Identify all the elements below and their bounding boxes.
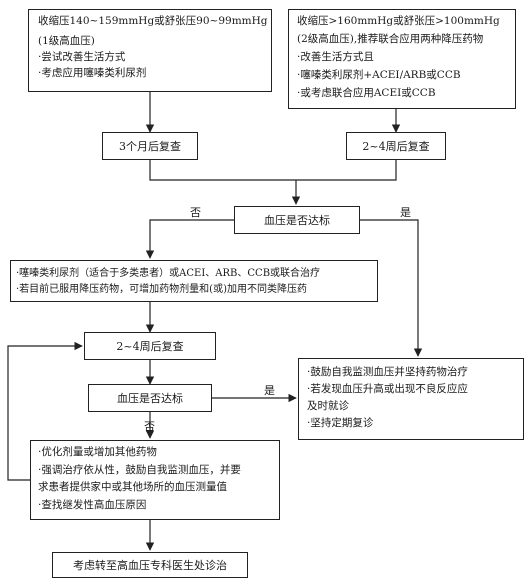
edge-label-yes-1: 是	[400, 206, 411, 219]
grade1-box: 收缩压140~159mmHg或舒张压90~99mmHg (1级高血压) ·尝试改…	[28, 9, 272, 92]
grade1-line-1: 收缩压140~159mmHg或舒张压90~99mmHg	[38, 15, 268, 27]
grade2-line-3: ·改善生活方式且	[297, 51, 374, 63]
recheck-24w-top-box: 2~4周后复查	[346, 132, 446, 160]
optimize-line-4: ·查找继发性高血压原因	[38, 499, 147, 511]
optimize-line-3: 求患者提供家中或其他场所的血压测量值	[38, 481, 227, 493]
arrow-check1-no	[145, 219, 234, 259]
merge-line	[149, 160, 397, 181]
adjust-therapy-box: ·噻嗪类利尿剂（适合于多类患者）或ACEI、ARB、CCB或联合治疗 ·若目前已…	[10, 260, 378, 302]
bp-check-1-box: 血压是否达标	[234, 206, 360, 234]
encourage-box: ·鼓励自我监测血压并坚持药物治疗 ·若发现血压升高或出现不良反应应 及时就诊 ·…	[298, 358, 524, 440]
edge-label-yes-2: 是	[264, 384, 275, 397]
grade1-line-4: ·考虑应用噻嗪类利尿剂	[38, 67, 147, 79]
adjust-line-1: ·噻嗪类利尿剂（适合于多类患者）或ACEI、ARB、CCB或联合治疗	[16, 268, 321, 279]
grade2-line-1: 收缩压>160mmHg或舒张压>100mmHg	[297, 15, 500, 27]
grade2-line-5: ·或考虑联合应用ACEI或CCB	[297, 87, 436, 99]
recheck-24w-mid-box: 2~4周后复查	[84, 332, 216, 360]
adjust-line-2: ·若目前已服用降压药物，可增加药物剂量和(或)加用不同类降压药	[16, 284, 307, 295]
grade2-line-2: (2级高血压),推荐联合应用两种降压药物	[297, 33, 484, 45]
loop-back-line	[7, 341, 83, 481]
edge-label-no-2: 否	[144, 420, 155, 433]
optimize-box: ·优化剂量或增加其他药物 ·强调治疗依从性，鼓励自我监测血压，并要 求患者提供家…	[30, 440, 280, 520]
encourage-line-3: 及时就诊	[307, 400, 349, 412]
referral-box: 考虑转至高血压专科医生处诊治	[52, 552, 248, 578]
grade2-box: 收缩压>160mmHg或舒张压>100mmHg (2级高血压),推荐联合应用两种…	[288, 9, 516, 109]
grade1-line-2: (1级高血压)	[38, 35, 95, 47]
arrow-check1-yes	[360, 219, 423, 357]
optimize-line-1: ·优化剂量或增加其他药物	[38, 446, 157, 458]
optimize-line-2: ·强调治疗依从性，鼓励自我监测血压，并要	[38, 464, 241, 476]
bp-check-2-box: 血压是否达标	[88, 384, 212, 412]
encourage-line-2: ·若发现血压升高或出现不良反应应	[307, 383, 468, 395]
recheck-3m-box: 3个月后复查	[102, 132, 198, 160]
grade1-line-3: ·尝试改善生活方式	[38, 51, 126, 63]
encourage-line-4: ·坚持定期复诊	[307, 417, 374, 429]
edge-label-no-1: 否	[190, 206, 201, 219]
encourage-line-1: ·鼓励自我监测血压并坚持药物治疗	[307, 366, 468, 378]
grade2-line-4: ·噻嗪类利尿剂+ACEI/ARB或CCB	[297, 69, 461, 81]
